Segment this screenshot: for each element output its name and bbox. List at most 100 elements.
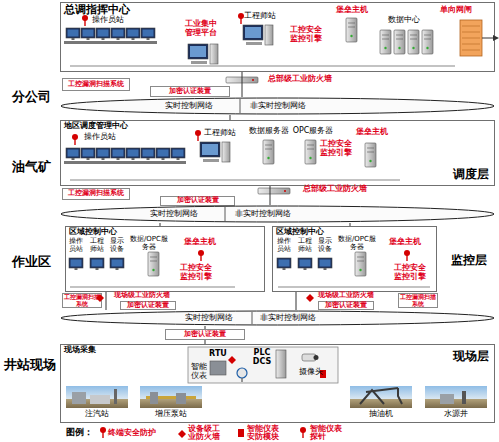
network-band: 实时控制网络非实时控制网络 [60, 205, 495, 223]
gateway-icon-part [493, 35, 499, 41]
operator-monitors-part [66, 28, 80, 40]
workstation-icon [188, 25, 273, 162]
security-pin [72, 13, 410, 261]
device-label: 工控安全监控引擎 [392, 264, 428, 282]
device-label: 工程师站 [200, 129, 240, 138]
field-devices-part [302, 354, 316, 361]
network-wire-part [70, 180, 400, 181]
device-box: 工控漏洞扫描系统 [398, 293, 438, 308]
operator-monitors-part [111, 148, 125, 160]
site-photo-part [350, 386, 412, 408]
band-outline [60, 310, 495, 326]
device-box-label: 工控漏洞扫描系统 [63, 294, 101, 307]
legend-title: 图例： [62, 428, 96, 438]
legend-symbols [100, 427, 306, 438]
connector-line [350, 223, 351, 226]
device-label: 数据中心 [382, 16, 426, 25]
site-photo-part [146, 396, 196, 399]
operator-monitors-part [66, 148, 80, 160]
device-label: 工程师站 [89, 238, 105, 253]
gateway-icon-part [462, 32, 480, 33]
network-label: 实时控制网络 [150, 205, 198, 223]
band-outline [60, 97, 495, 115]
network-label: 实时控制网络 [165, 97, 213, 115]
device-label: 水源井 [436, 410, 476, 419]
legend-symbols-part [178, 430, 186, 438]
operator-monitors-part [110, 258, 124, 270]
security-pin-part [238, 13, 244, 24]
zone-title: 区域控制中心 [276, 228, 324, 237]
site-photo-part [72, 392, 86, 404]
device-label: 操作员站 [80, 133, 120, 142]
connector-line [205, 326, 206, 329]
server-icon [148, 18, 433, 276]
field-devices-part [241, 378, 242, 382]
server-icon-part [365, 143, 376, 167]
network-band: 实时控制网络非实时控制网络 [60, 97, 495, 115]
firewall-icon-part [258, 188, 290, 194]
tier-label: 监控层 [442, 254, 496, 267]
device-label: 总部级工业防火墙 [295, 185, 375, 194]
band-ellipse [61, 206, 494, 222]
legend-symbols-part [100, 427, 106, 438]
operator-monitors-part [81, 28, 95, 40]
device-box: 加密认证装置 [318, 301, 374, 310]
gateway-icon-part [482, 38, 494, 39]
gateway-icon-part [462, 38, 480, 39]
tier-label: 分公司 [4, 90, 58, 104]
field-devices-part [276, 350, 286, 378]
site-photo-part [114, 389, 117, 404]
device-box: 工控漏洞扫描系统 [62, 78, 130, 91]
device-label: 现场级工业防火墙 [318, 292, 374, 300]
device-label: 工程师站 [240, 12, 280, 21]
operator-monitors-part [64, 161, 186, 164]
gateway-icon-part [462, 26, 480, 27]
device-label: 操作员站 [85, 16, 130, 25]
legend-symbols-part [300, 427, 306, 438]
operator-monitors-part [141, 148, 155, 160]
device-box: 工控漏洞扫描系统 [62, 293, 102, 308]
tier-label: 现场层 [446, 350, 496, 363]
operator-monitors-part [64, 41, 157, 44]
device-box: 加密认证装置 [150, 86, 230, 97]
site-photo-part [440, 394, 454, 404]
gateway-icon-part [462, 50, 480, 51]
zone-box: 现场采集 [60, 344, 495, 423]
device-label: 总部级工业防火墙 [260, 75, 340, 84]
network-band: 实时控制网络非实时控制网络 [60, 310, 495, 326]
band-ellipse [61, 311, 494, 325]
site-photo-part [140, 386, 202, 408]
device-label: DCS [250, 358, 274, 367]
device-label: 操作员站 [276, 238, 292, 253]
operator-monitors-part [277, 258, 291, 270]
site-photo [66, 386, 487, 408]
device-label: 抽油机 [361, 410, 401, 419]
server-icon-part [394, 30, 405, 54]
band-divider [225, 207, 226, 221]
tier-label: 调度层 [446, 168, 496, 181]
firewall-icon [96, 77, 314, 302]
workstation-icon-part [200, 142, 230, 162]
device-label: 工控安全监控引擎 [318, 140, 354, 158]
field-devices-part [237, 368, 247, 378]
server-icon-part [355, 252, 366, 276]
device-label: 数据服务器 [246, 127, 292, 136]
operator-monitors-part [126, 28, 140, 40]
device-box-label: 加密认证装置 [325, 302, 367, 309]
server-icon-part [422, 30, 433, 54]
operator-monitors-part [171, 148, 185, 160]
device-label: 堡垒主机 [332, 6, 372, 15]
network-wire-part [278, 287, 430, 288]
zone-title: 区域控制中心 [69, 228, 117, 237]
field-devices-part [320, 370, 326, 378]
network-wire-part [70, 287, 235, 288]
operator-monitors-part [141, 28, 155, 40]
device-label: PLC [250, 349, 274, 358]
device-label: 堡垒主机 [180, 238, 220, 247]
connector-line [205, 340, 206, 344]
field-devices [188, 347, 338, 383]
device-box: 加密认证装置 [165, 329, 245, 340]
device-label: 增压泵站 [151, 410, 191, 419]
